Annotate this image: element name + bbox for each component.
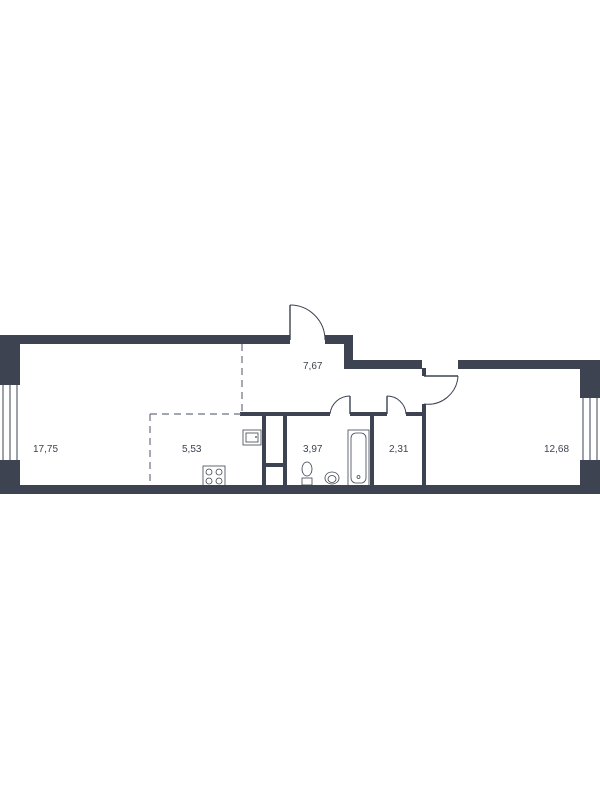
interior-walls [240, 368, 426, 489]
window-right [580, 398, 600, 460]
washbasin-icon [324, 471, 340, 485]
toilet-icon [301, 461, 313, 486]
window-left [0, 385, 20, 460]
kitchen-area: 5,53 [182, 444, 202, 455]
bathroom-door [329, 395, 351, 415]
bathroom-area: 3,97 [303, 444, 323, 455]
bathtub-icon [347, 429, 370, 487]
kitchen-sink-icon [242, 429, 262, 446]
stove-icon [202, 465, 226, 487]
bedroom-door [423, 375, 459, 405]
storage-area: 2,31 [389, 444, 409, 455]
exterior-walls [0, 335, 600, 494]
bedroom-area: 12,68 [544, 444, 569, 455]
zone-boundaries [149, 344, 243, 486]
storage-door [386, 395, 407, 415]
entrance-door [289, 304, 326, 341]
living-room-area: 17,75 [33, 444, 58, 455]
hallway-area: 7,67 [303, 361, 323, 372]
